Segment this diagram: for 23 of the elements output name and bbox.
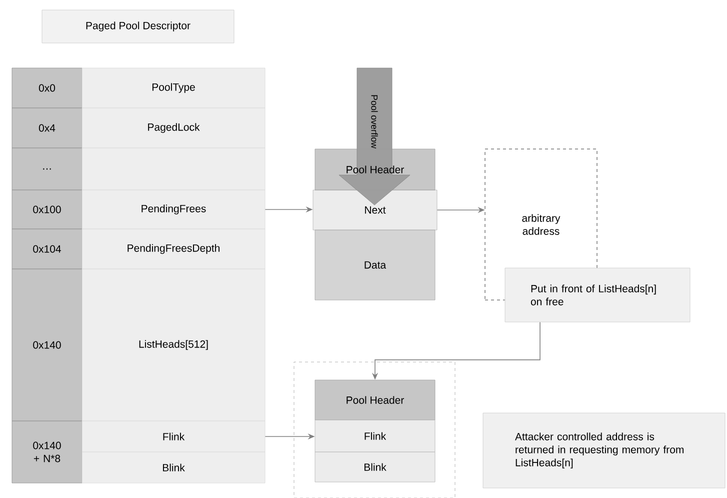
field-cell: Flink xyxy=(82,420,266,452)
offset-cell: 0x100 xyxy=(12,190,82,230)
note-box: Attacker controlled address is returned in requesting memory from ListHeads[n] xyxy=(482,412,726,488)
offset-cell: 0x4 xyxy=(12,108,82,148)
offset-cell: 0x104 xyxy=(12,228,82,270)
offset-cell: 0x0 xyxy=(12,68,82,108)
blank-field-cell xyxy=(82,148,266,190)
field-cell: Next xyxy=(312,190,438,230)
table-title-box: Paged Pool Descriptor xyxy=(42,10,234,44)
field-cell: PagedLock xyxy=(82,108,266,148)
pool-header-box: Pool Header xyxy=(314,148,436,190)
field-cell: Flink xyxy=(314,420,436,452)
field-cell: PendingFreesDepth xyxy=(82,228,266,270)
offset-cell: … xyxy=(12,148,82,190)
field-cell: Blink xyxy=(314,452,436,482)
dashed-box xyxy=(294,362,456,498)
note-box: Put in front of ListHeads[n] on free xyxy=(504,268,690,322)
data-box: Data xyxy=(314,230,436,300)
offset-cell: 0x140 + N*8 xyxy=(12,420,82,484)
field-cell: PendingFrees xyxy=(82,190,266,230)
field-cell: Blink xyxy=(82,452,266,484)
pool-header-box: Pool Header xyxy=(314,380,436,420)
field-cell: PoolType xyxy=(82,68,266,108)
